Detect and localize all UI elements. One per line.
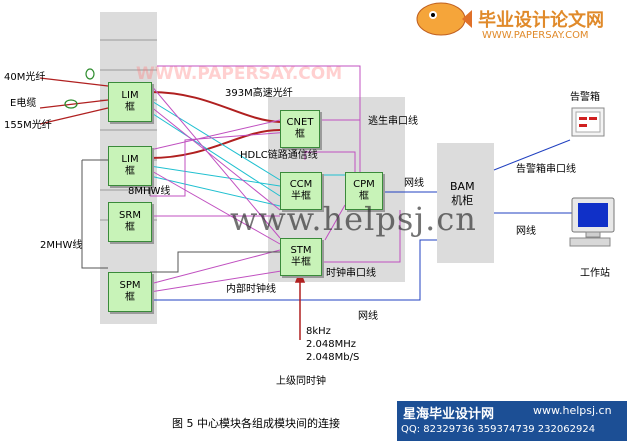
label-8khz: 8kHz xyxy=(306,326,331,337)
lim-node-1: LIM 框 xyxy=(108,82,152,122)
logo-title: 毕业设计论文网 xyxy=(478,10,604,31)
logo-url: WWW.PAPERSAY.COM xyxy=(482,30,589,41)
srm-node: SRM 框 xyxy=(108,202,152,242)
cabinet-bam xyxy=(437,143,494,263)
label-8mhw: 8MHW线 xyxy=(128,186,171,197)
ccm-node: CCM 半框 xyxy=(280,172,322,210)
banner-qq: QQ: 82329736 359374739 232062924 xyxy=(401,424,596,435)
label-net-cpm-bam: 网线 xyxy=(404,178,424,189)
bam-cabinet-label: BAM 机柜 xyxy=(450,180,475,207)
stm-node: STM 半框 xyxy=(280,238,322,276)
label-393m-fiber: 393M高速光纤 xyxy=(225,88,293,99)
label-alarm-serial: 告警箱串口线 xyxy=(516,164,576,175)
workstation-icon xyxy=(569,197,615,247)
label-alarm-box: 告警箱 xyxy=(570,92,600,103)
banner-title: 星海毕业设计网 xyxy=(403,407,495,422)
figure-caption: 图 5 中心模块各组成模块间的连接 xyxy=(172,417,340,430)
label-net-bottom: 网线 xyxy=(358,311,378,322)
label-hdlc: HDLC链路通信线 xyxy=(240,150,318,161)
overlay-papersay: WWW.PAPERSAY.COM xyxy=(136,64,343,84)
label-net-workstation: 网线 xyxy=(516,226,536,237)
label-2048mbs: 2.048Mb/S xyxy=(306,352,360,363)
bottom-banner: 星海毕业设计网 www.helpsj.cn QQ: 82329736 35937… xyxy=(397,401,627,441)
lim-node-2: LIM 框 xyxy=(108,146,152,186)
label-e-cable: E电缆 xyxy=(10,98,37,109)
banner-url: www.helpsj.cn xyxy=(533,404,612,417)
label-40m-fiber: 40M光纤 xyxy=(4,72,46,83)
label-upper-sync-clock: 上级同时钟 xyxy=(276,376,326,387)
overlay-helpsj: www.helpsj.cn xyxy=(230,200,477,238)
alarm-box-icon xyxy=(571,107,605,137)
label-clock-serial: 时钟串口线 xyxy=(326,268,376,279)
spm-node: SPM 框 xyxy=(108,272,152,312)
cpm-node: CPM 框 xyxy=(345,172,383,210)
label-escape-serial: 逃生串口线 xyxy=(368,116,418,127)
cnet-node: CNET 框 xyxy=(280,110,320,148)
logo-fish-icon xyxy=(416,2,472,36)
label-workstation: 工作站 xyxy=(580,268,610,279)
label-2048mhz: 2.048MHz xyxy=(306,339,357,350)
label-internal-clock: 内部时钟线 xyxy=(226,284,276,295)
label-2mhw: 2MHW线 xyxy=(40,240,83,251)
label-155m-fiber: 155M光纤 xyxy=(4,120,52,131)
